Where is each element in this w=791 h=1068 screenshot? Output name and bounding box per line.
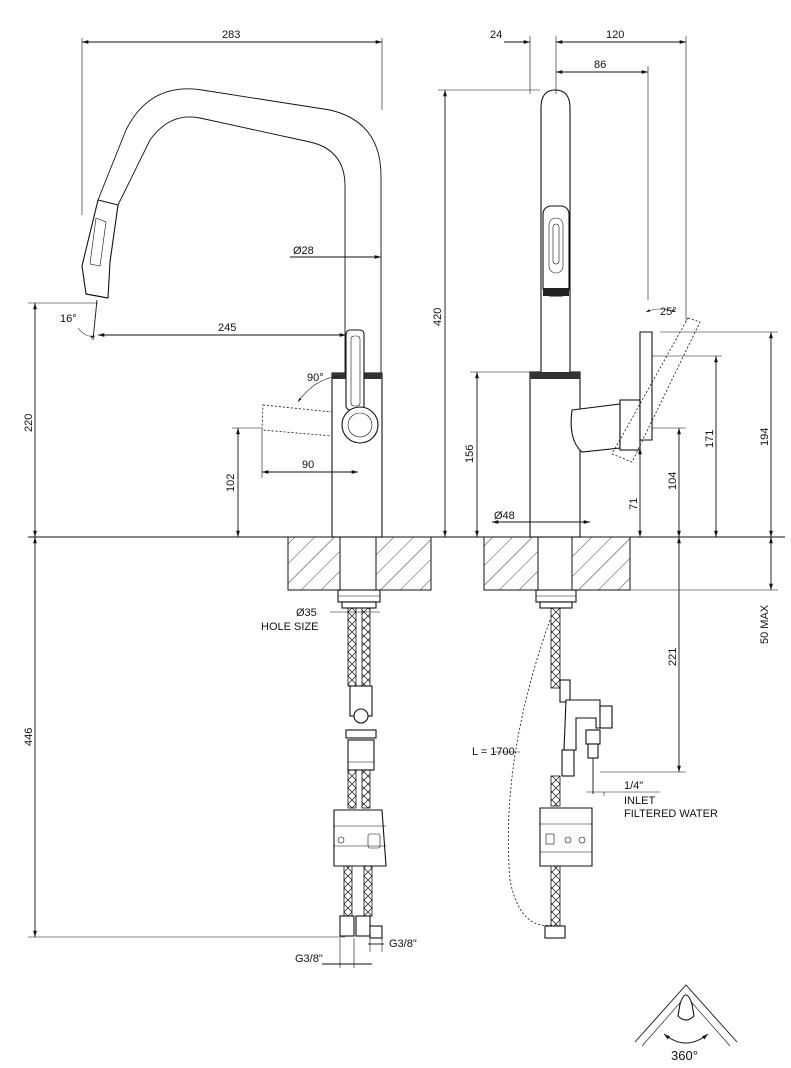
dim-deck-max: 50 MAX: [759, 604, 771, 644]
dim-height-446: 446: [23, 728, 35, 746]
dim-height-71: 71: [628, 498, 640, 510]
inlet-size-label: 1/4": [624, 780, 643, 792]
dim-body-diameter: Ø48: [494, 510, 515, 522]
rotation-icon: 360°: [634, 984, 738, 1063]
dim-height-194: 194: [759, 428, 771, 446]
faucet-body-front: [331, 372, 383, 538]
dim-reach-245: 245: [218, 322, 236, 334]
spray-head: [81, 199, 119, 299]
dim-hole-diameter: Ø35: [296, 607, 317, 619]
lever-side: [639, 331, 653, 441]
rotation-label: 360°: [671, 1048, 698, 1063]
control-box-side: [539, 807, 593, 867]
dim-height-104: 104: [667, 472, 679, 490]
handle-angle-label: 90°: [307, 372, 324, 384]
dim-width-120: 120: [606, 29, 624, 41]
dim-height-171: 171: [704, 430, 716, 448]
filtered-water-label: FILTERED WATER: [624, 808, 718, 820]
dim-total-420: 420: [432, 308, 444, 326]
dim-width-283: 283: [222, 29, 240, 41]
faucet-body-side: [529, 371, 581, 538]
dim-height-220: 220: [23, 414, 35, 432]
dim-spray-angle: 16°: [60, 313, 77, 325]
side-view: 24 120 86 25° 420 156 Ø48 71 104 171: [432, 29, 778, 939]
hole-size-label: HOLE SIZE: [261, 621, 318, 633]
dim-thread-left: G3/8": [295, 953, 323, 965]
dim-height-102: 102: [225, 474, 237, 492]
dim-offset-24: 24: [490, 29, 502, 41]
dim-lever-angle: 25°: [660, 306, 677, 318]
inlet-label: INLET: [624, 795, 655, 807]
dim-handle-86: 86: [594, 59, 606, 71]
dim-height-156: 156: [464, 445, 476, 463]
front-view: 90° 283 Ø28 16°: [23, 29, 432, 968]
hose-length-label: L = 1700: [472, 746, 515, 758]
dim-travel-90: 90: [302, 459, 314, 471]
dim-thread-right: G3/8": [389, 938, 417, 950]
control-box-front: [333, 809, 387, 867]
dim-spout-diameter: Ø28: [293, 245, 314, 257]
handle-front: [345, 329, 365, 411]
dim-height-221: 221: [667, 648, 679, 666]
